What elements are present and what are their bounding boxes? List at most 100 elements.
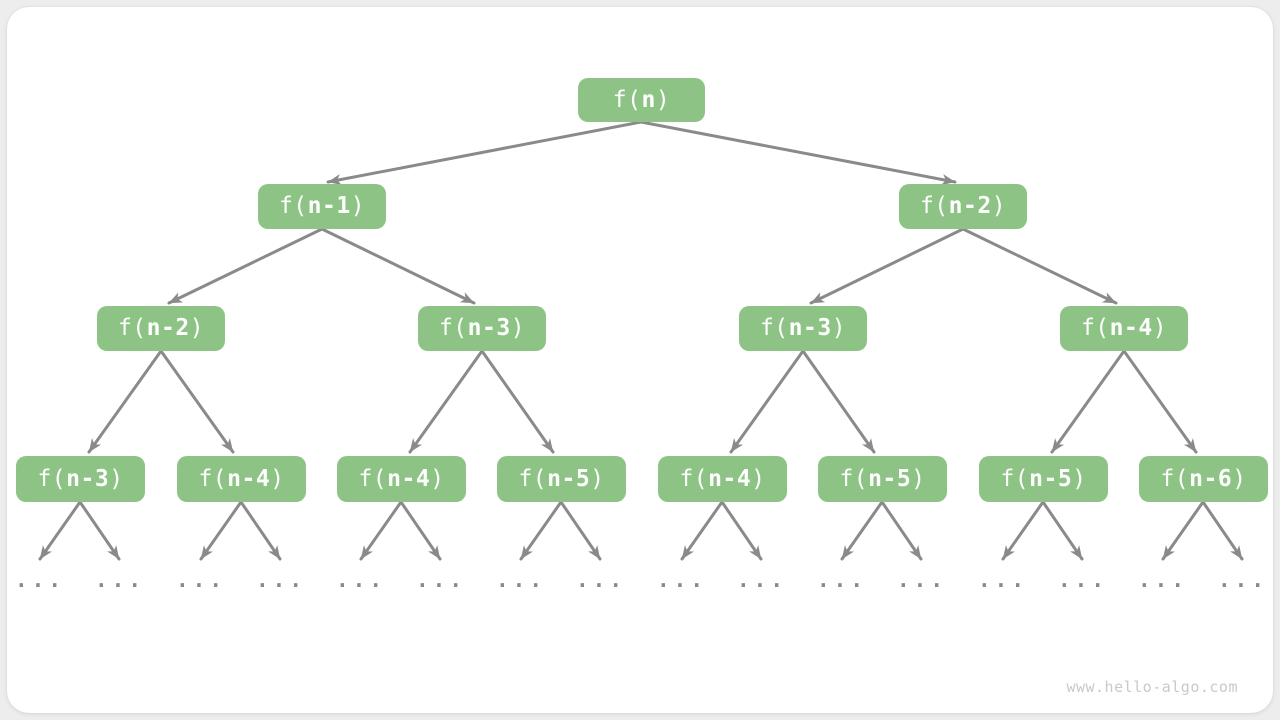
tree-node-l2-fn2: f(n-2) [899,184,1027,229]
tree-edge [480,349,555,454]
ellipsis: ... [737,568,787,592]
label-suffix: ) [1232,465,1247,492]
tree-node-l3-fn3-b: f(n-3) [739,306,867,351]
tree-node-l4-fn4-b: f(n-4) [337,456,466,502]
label-arg: n-3 [788,315,832,341]
node-label: f(n-5) [839,465,926,492]
label-prefix: f( [278,193,308,219]
tree-edge [1050,349,1126,454]
label-prefix: f( [438,315,468,341]
tree-edge [320,227,476,305]
tree-edge [680,500,724,561]
node-label: f(n-3) [760,317,846,340]
tree-edge [961,227,1118,305]
node-label: f(n-2) [920,195,1006,218]
ellipsis: ... [95,568,145,592]
tree-edge [38,500,82,561]
tree-edge [840,500,884,561]
tree-edge [639,120,957,186]
ellipsis: ... [176,568,226,592]
watermark: www.hello-algo.com [1066,678,1238,696]
label-suffix: ) [655,86,671,113]
label-suffix: ) [911,465,926,492]
label-suffix: ) [350,193,366,219]
tree-edge [87,349,163,454]
label-arg: n-5 [1029,465,1073,492]
tree-edge [1201,500,1244,561]
label-arg: n-5 [547,465,591,492]
tree-edge [326,120,643,185]
node-label: f(n-3) [439,317,525,340]
tree-edge [359,500,403,561]
ellipsis: ... [15,568,65,592]
tree-node-l4-fn5-c: f(n-5) [979,456,1108,502]
ellipsis: ... [416,568,466,592]
label-prefix: f( [1080,315,1110,341]
tree-node-l4-fn3: f(n-3) [16,456,145,502]
label-prefix: f( [198,465,228,492]
label-arg: n [641,86,656,113]
label-arg: n-3 [467,315,511,341]
tree-node-l4-fn4-a: f(n-4) [177,456,306,502]
label-prefix: f( [358,465,388,492]
label-suffix: ) [991,193,1007,219]
label-arg: n-2 [948,193,992,219]
label-prefix: f( [518,465,548,492]
label-suffix: ) [1072,465,1087,492]
label-prefix: f( [919,193,949,219]
label-arg: n-6 [1189,465,1233,492]
node-label: f(n-4) [1081,317,1167,340]
label-suffix: ) [751,465,766,492]
tree-node-l4-fn4-c: f(n-4) [658,456,787,502]
ellipsis: ... [817,568,867,592]
label-prefix: f( [759,315,789,341]
tree-node-l1-fn: f(n) [578,78,705,122]
label-arg: n-4 [227,465,271,492]
label-arg: n-2 [146,315,190,341]
tree-edge [199,500,243,561]
label-arg: n-4 [387,465,431,492]
label-suffix: ) [109,465,124,492]
tree-edge [239,500,282,561]
label-suffix: ) [831,315,847,341]
label-arg: n-4 [708,465,752,492]
tree-edge [1122,349,1198,454]
tree-edge [809,227,965,305]
tree-edge [1161,500,1205,561]
label-prefix: f( [612,86,642,113]
node-label: f(n-4) [198,465,285,492]
label-suffix: ) [430,465,445,492]
label-suffix: ) [1152,315,1168,341]
label-suffix: ) [590,465,605,492]
tree-node-l3-fn4: f(n-4) [1060,306,1188,351]
tree-edge [1001,500,1045,561]
label-prefix: f( [679,465,709,492]
tree-edge [559,500,602,561]
label-arg: n-5 [868,465,912,492]
label-suffix: ) [270,465,285,492]
tree-edge [1041,500,1084,561]
ellipsis: ... [1218,568,1268,592]
tree-edge [720,500,763,561]
label-prefix: f( [117,315,147,341]
label-arg: n-1 [307,193,351,219]
node-label: f(n-5) [1000,465,1087,492]
tree-edge [408,349,484,454]
tree-node-l4-fn5-a: f(n-5) [497,456,626,502]
node-label: f(n-6) [1160,465,1247,492]
tree-node-l3-fn2: f(n-2) [97,306,225,351]
label-suffix: ) [189,315,205,341]
tree-edge [801,349,876,454]
label-prefix: f( [1160,465,1190,492]
ellipsis: ... [897,568,947,592]
tree-edge [78,500,121,561]
label-arg: n-4 [1109,315,1153,341]
tree-edge [399,500,442,561]
tree-edge [880,500,923,561]
ellipsis: ... [336,568,386,592]
node-label: f(n-4) [358,465,445,492]
ellipsis: ... [256,568,306,592]
label-prefix: f( [1000,465,1030,492]
tree-edge [519,500,563,561]
